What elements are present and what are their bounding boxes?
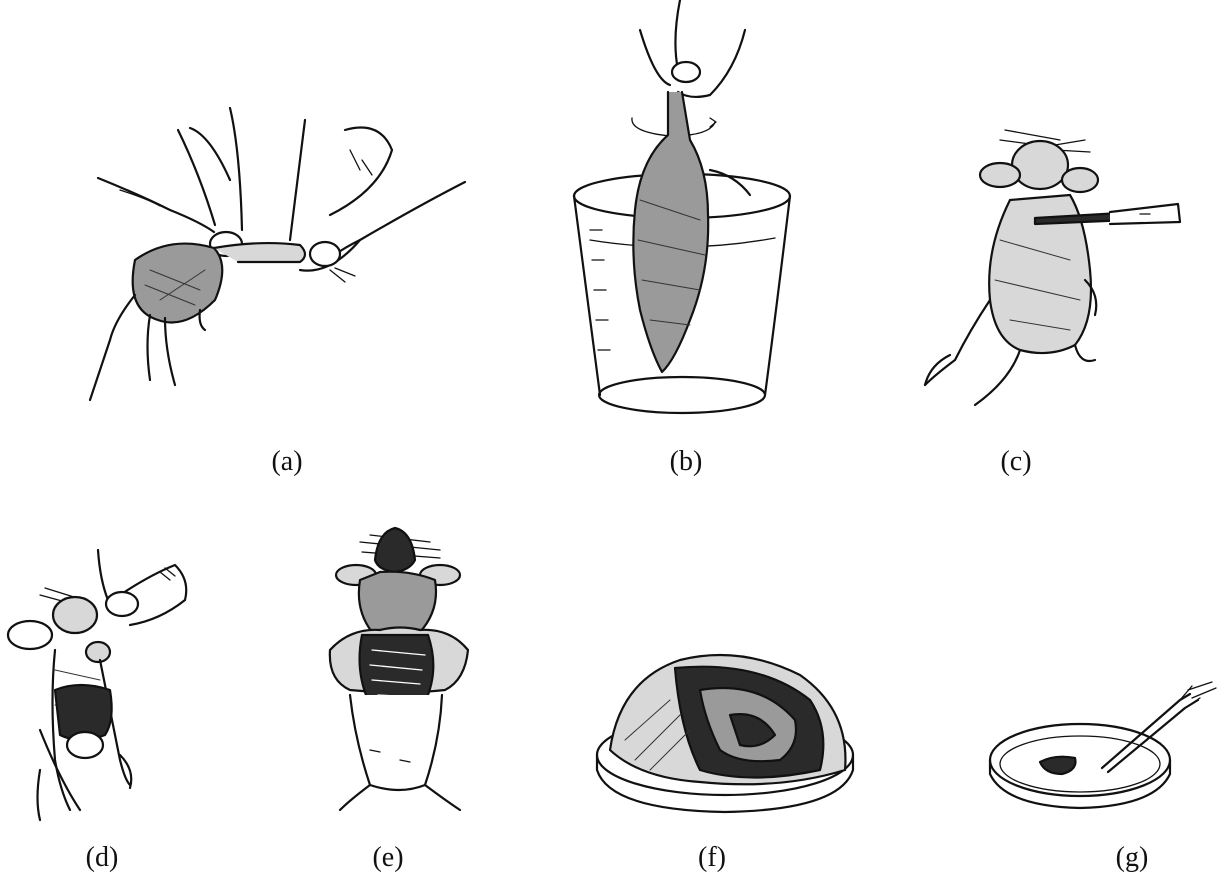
panel-b: (b) bbox=[560, 0, 810, 476]
panel-a: (a) bbox=[0, 0, 480, 476]
panel-a-illustration bbox=[88, 106, 467, 402]
panel-f-illustration bbox=[595, 653, 855, 814]
panel-e-illustration bbox=[328, 526, 470, 812]
panel-b-caption: (b) bbox=[669, 446, 703, 477]
panel-a-caption: (a) bbox=[271, 446, 303, 477]
panel-d-illustration bbox=[6, 548, 188, 822]
panel-g-caption: (g) bbox=[1115, 842, 1149, 873]
panel-e-caption: (e) bbox=[372, 842, 404, 873]
panel-g: (g) bbox=[980, 680, 1222, 872]
panel-d: (d) bbox=[0, 540, 200, 872]
panel-f-caption: (f) bbox=[698, 842, 726, 873]
panel-e: (e) bbox=[300, 520, 480, 872]
panel-b-illustration bbox=[572, 0, 792, 415]
panel-g-illustration bbox=[988, 681, 1217, 810]
panel-c: (c) bbox=[900, 100, 1222, 476]
panel-c-illustration bbox=[923, 129, 1182, 407]
panel-f: (f) bbox=[580, 620, 870, 872]
panel-c-caption: (c) bbox=[1000, 446, 1032, 477]
panel-d-caption: (d) bbox=[85, 842, 119, 873]
